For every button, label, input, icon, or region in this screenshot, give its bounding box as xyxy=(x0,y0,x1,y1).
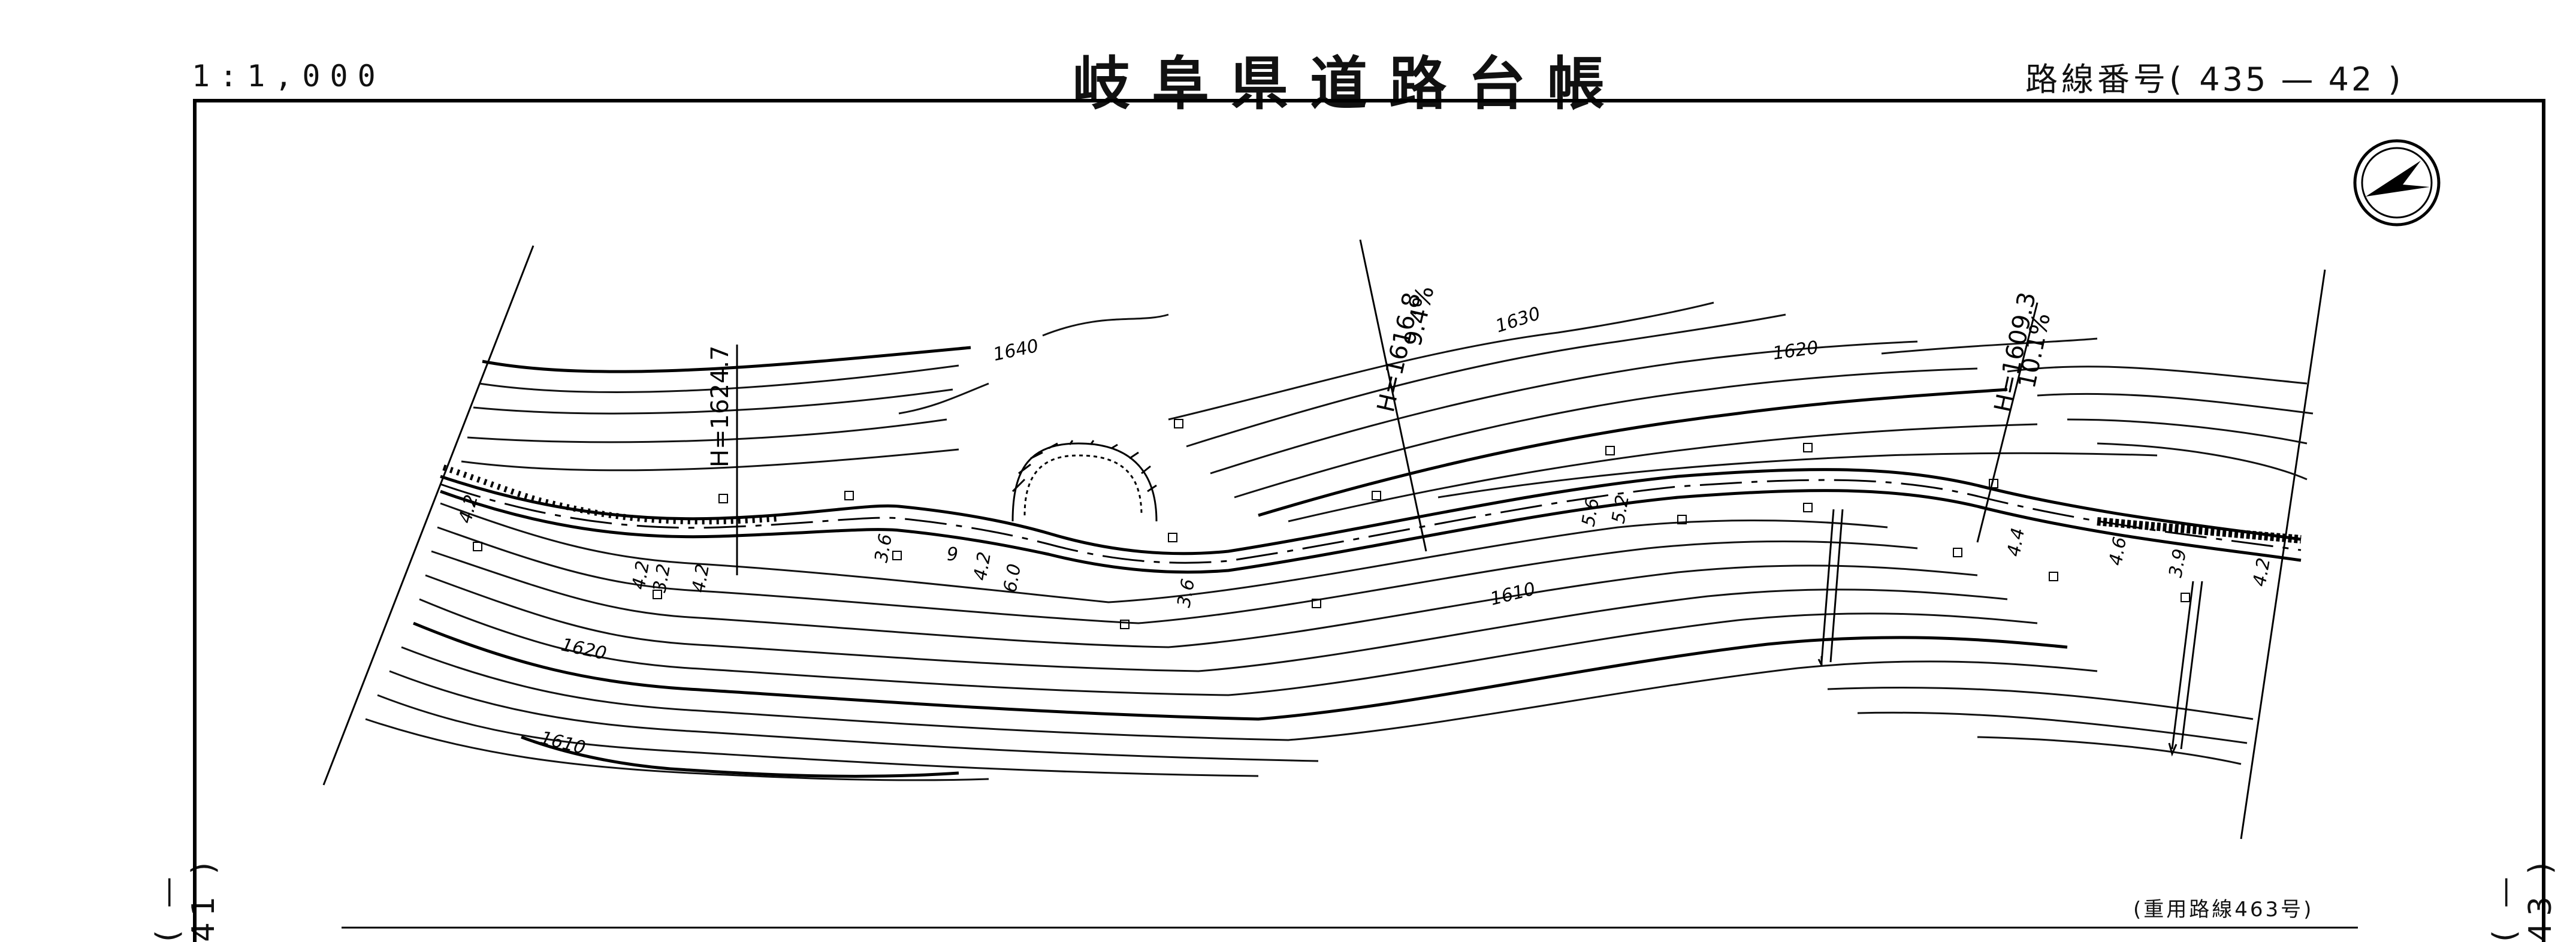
contours-north xyxy=(461,301,2314,523)
road-width-labels: 4.2 4.2 3.2 4.2 3.6 9 4.2 6.0 3.6 5.6 5.… xyxy=(455,493,2275,609)
contour-label-1610-south: 1610 xyxy=(538,727,588,759)
station-labels: H=1624.7 H=1616.8 9.4% H=1609.3 10.1% xyxy=(706,283,2056,467)
contour-label-1610-east: 1610 xyxy=(1488,578,1538,609)
contour-label-1620-south: 1620 xyxy=(559,635,608,665)
guardrail xyxy=(2097,517,2302,544)
width-label: 4.2 xyxy=(2249,556,2275,588)
map-scale: 1:1,000 xyxy=(192,59,385,93)
width-label: 5.6 xyxy=(1578,496,1603,528)
contours-south xyxy=(365,502,2254,781)
width-label: 6.0 xyxy=(999,562,1025,594)
boundary-right xyxy=(2240,269,2326,840)
contour-label-1620-north: 1620 xyxy=(1771,337,1819,364)
width-label: 3.2 xyxy=(649,562,675,594)
overlap-route-note: (重用路線463号) xyxy=(2133,898,2314,922)
contour-label-1640: 1640 xyxy=(991,336,1040,366)
embankment-fan xyxy=(1011,440,1158,522)
station-lines xyxy=(736,239,2039,575)
cut-slope-left xyxy=(442,464,780,525)
width-label: 4.6 xyxy=(2105,535,2131,567)
contour-label-1630: 1630 xyxy=(1493,303,1543,337)
width-label: 4.2 xyxy=(688,562,714,594)
map-symbols xyxy=(473,419,2190,629)
station-height-1: H=1624.7 xyxy=(706,345,734,467)
width-label: 9 xyxy=(947,544,958,565)
width-label: 5.2 xyxy=(1608,493,1633,525)
width-label: 3.6 xyxy=(1173,577,1199,609)
page-title: 岐阜県道路台帳 xyxy=(1073,50,1626,117)
width-label: 4.4 xyxy=(2003,526,2029,558)
boundary-left xyxy=(322,245,534,786)
route-label: 路線番号 xyxy=(2025,61,2169,98)
width-label: 4.2 xyxy=(628,559,654,591)
width-label: 4.2 xyxy=(970,550,995,582)
route-close-paren: ) xyxy=(2388,61,2405,98)
route-number-value: 435 — 42 xyxy=(2199,61,2375,98)
sheet-frame xyxy=(193,99,2545,942)
route-open-paren: ( xyxy=(2169,61,2186,98)
route-number: 路線番号( 435 — 42 ) xyxy=(2025,53,2405,100)
width-label: 3.6 xyxy=(871,532,896,564)
north-arrow-icon xyxy=(2353,139,2441,227)
culverts xyxy=(1817,509,2203,757)
road-alignment xyxy=(440,468,2302,574)
width-label: 3.9 xyxy=(2165,547,2191,579)
